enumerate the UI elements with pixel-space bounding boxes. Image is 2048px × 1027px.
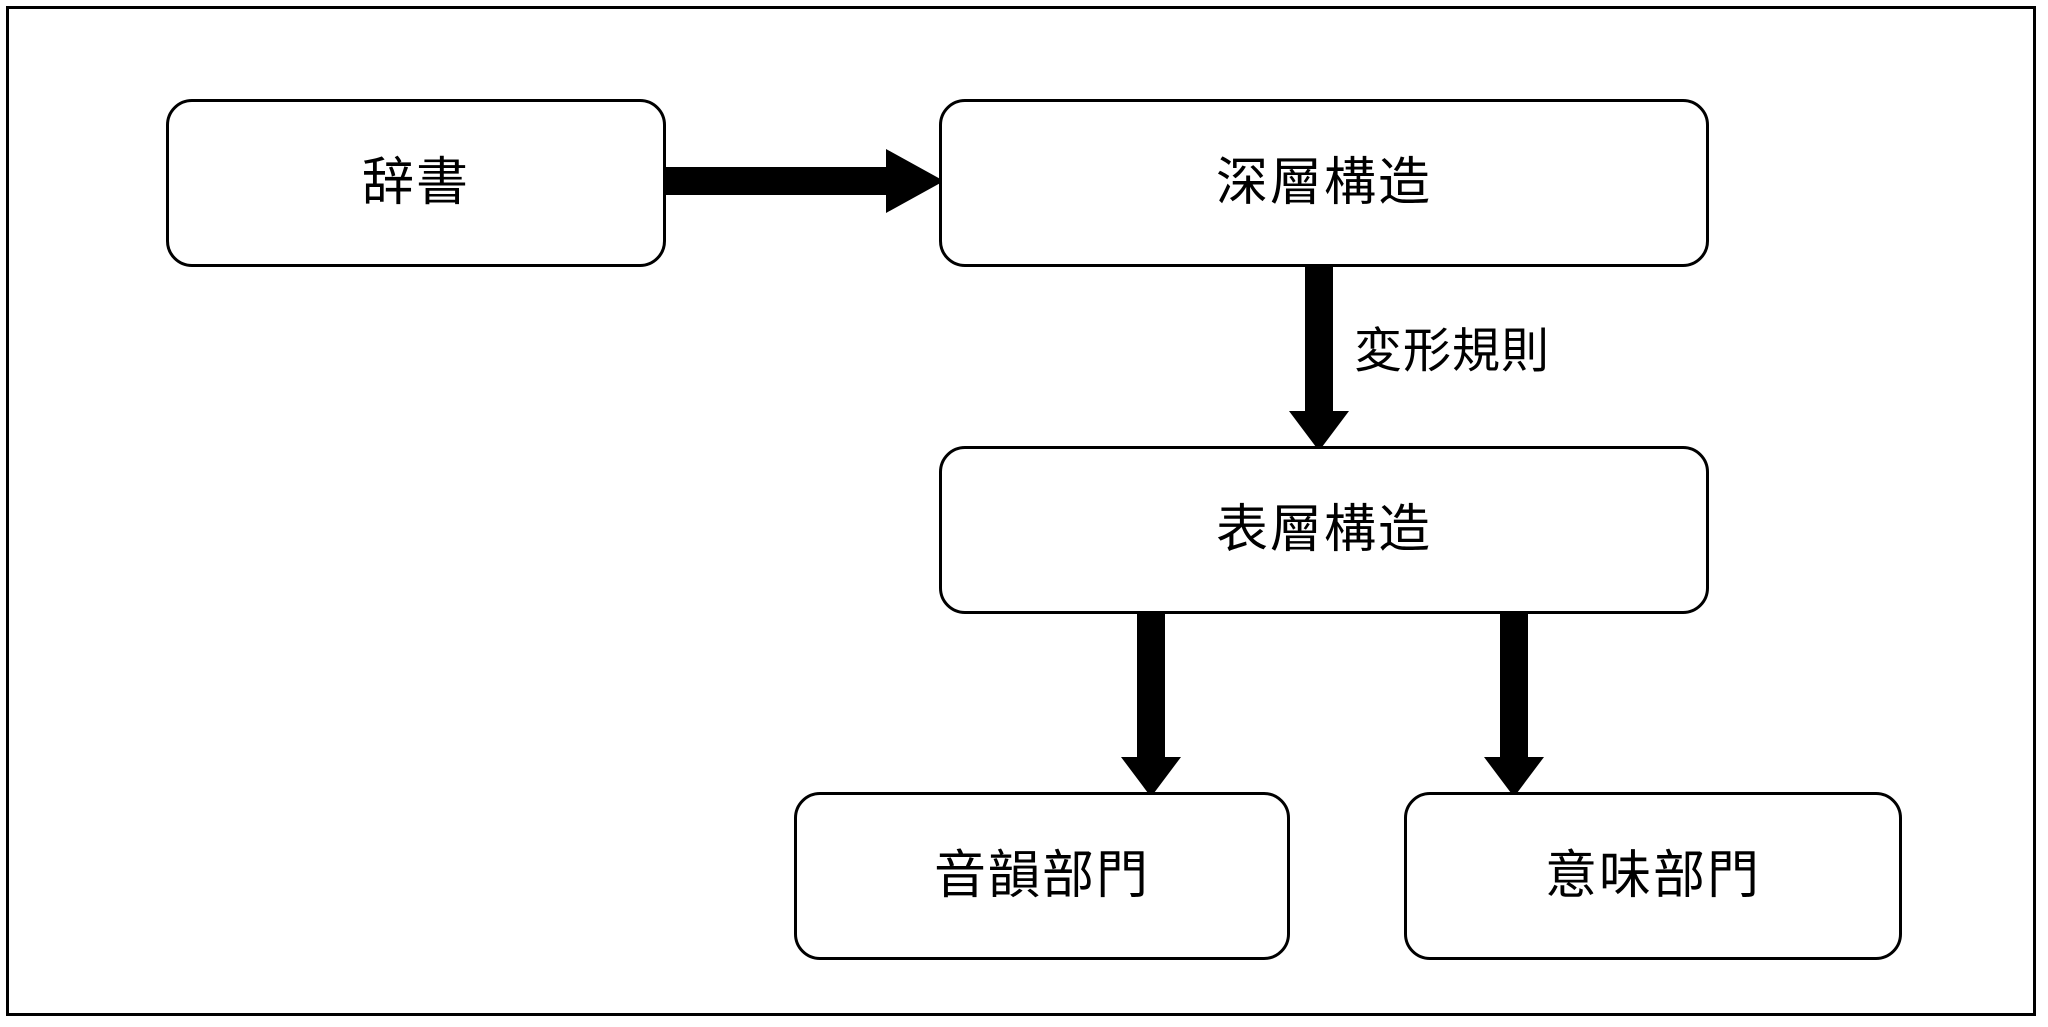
node-dictionary-label: 辞書: [361, 153, 470, 213]
edge-dictionary-to-deep: [654, 149, 944, 213]
node-surface-structure[interactable]: 表層構造: [939, 446, 1709, 614]
edge-surface-to-semantics: [1484, 607, 1544, 797]
node-semantic-component[interactable]: 意味部門: [1404, 792, 1902, 960]
diagram-frame: 変形規則 辞書 深層構造 表層構造 音韻部門 意味部門: [6, 6, 2036, 1016]
node-semantic-component-label: 意味部門: [1544, 846, 1761, 906]
arrow-right-glyph: [654, 149, 944, 213]
edge-deep-to-surface: [1289, 259, 1349, 451]
edge-label-transformation-rules: 変形規則: [1354, 323, 1551, 379]
node-phonological-component-label: 音韻部門: [933, 846, 1150, 906]
arrow-down-glyph: [1289, 259, 1349, 451]
edge-surface-to-phonology: [1121, 607, 1181, 797]
node-dictionary[interactable]: 辞書: [166, 99, 666, 267]
node-deep-structure-label: 深層構造: [1215, 153, 1432, 213]
node-phonological-component[interactable]: 音韻部門: [794, 792, 1290, 960]
node-deep-structure[interactable]: 深層構造: [939, 99, 1709, 267]
arrow-down-glyph: [1121, 607, 1181, 797]
arrow-down-glyph: [1484, 607, 1544, 797]
node-surface-structure-label: 表層構造: [1215, 500, 1432, 560]
